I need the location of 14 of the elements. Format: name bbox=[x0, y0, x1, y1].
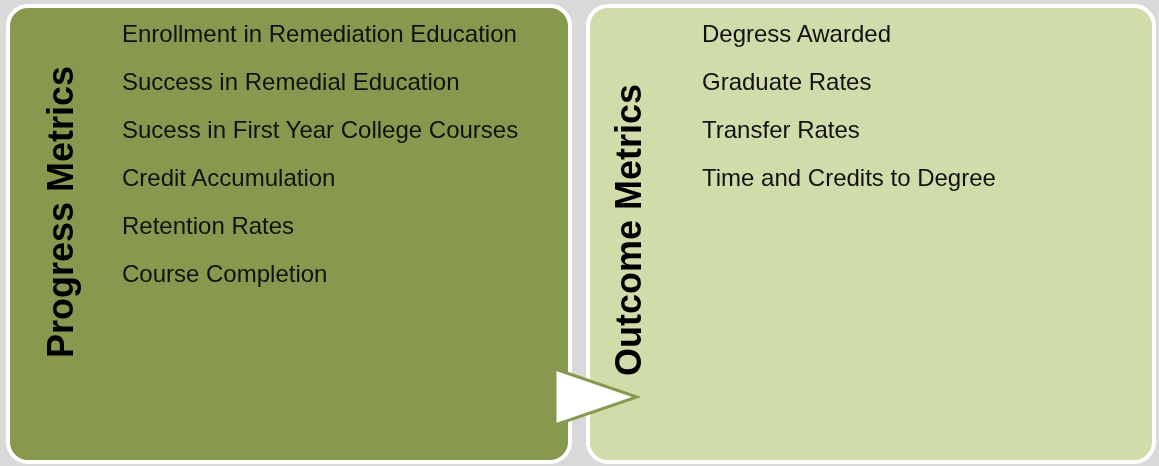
metric-item: Time and Credits to Degree bbox=[702, 163, 997, 193]
metric-item: Sucess in First Year College Courses bbox=[122, 115, 520, 145]
metrics-panel bbox=[6, 4, 572, 464]
panel-heading: Progress Metrics bbox=[40, 65, 82, 358]
metric-item: Credit Accumulation bbox=[122, 163, 337, 193]
metric-item: Enrollment in Remediation Education bbox=[122, 19, 518, 49]
metric-item: Graduate Rates bbox=[702, 67, 873, 97]
metric-item: Success in Remedial Education bbox=[122, 67, 461, 97]
metric-item: Transfer Rates bbox=[702, 115, 861, 145]
panel-heading: Outcome Metrics bbox=[608, 83, 650, 376]
metric-item: Retention Rates bbox=[122, 211, 296, 241]
metric-item: Degress Awarded bbox=[702, 19, 892, 49]
metric-item: Course Completion bbox=[122, 259, 329, 289]
metrics-panel bbox=[586, 4, 1156, 464]
